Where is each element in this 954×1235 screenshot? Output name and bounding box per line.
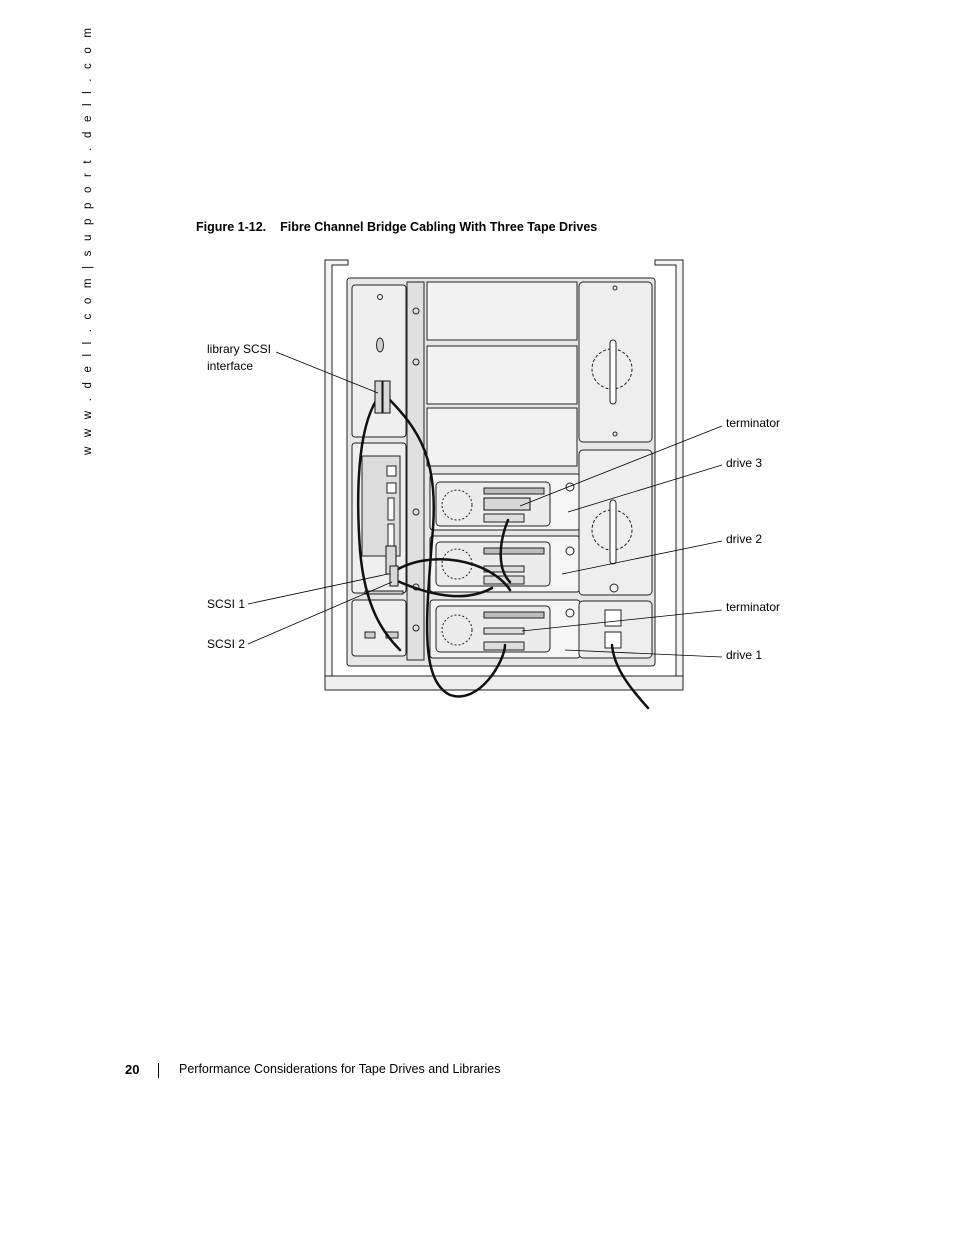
leader-drive3 [567,464,723,513]
power-cord [610,643,650,710]
scsi-2-connector [389,565,399,587]
figure-title: Fibre Channel Bridge Cabling With Three … [280,220,598,234]
cable-scsi2 [393,578,494,598]
callout-library-scsi-interface: library SCSI interface [207,342,272,373]
figure-number: Figure 1-12. [196,220,267,234]
cable-library-scsi [356,393,402,652]
callout-terminator-bottom: terminator [726,600,781,614]
callout-scsi-2: SCSI 2 [207,637,246,651]
empty-bay-3 [426,407,578,467]
drive-3-scsi-port [483,513,525,523]
leader-drive2 [561,540,723,575]
rack-frame-right [654,259,684,691]
callout-drive-2: drive 2 [726,532,763,546]
empty-bay-1 [426,281,578,341]
library-controller-port [376,337,384,353]
leader-library-scsi [275,351,379,394]
cable-bridge-to-drive1 [383,393,507,698]
footer-divider [158,1063,159,1078]
callout-drive-1: drive 1 [726,648,763,662]
rack-frame [324,259,349,691]
page-number: 20 [125,1062,140,1077]
empty-bay-2 [426,345,578,405]
library-scsi-connector-2 [382,380,391,414]
footer-title: Performance Considerations for Tape Driv… [179,1062,501,1076]
leader-scsi2 [247,581,393,645]
cable-drive3-to-drive2 [499,518,512,584]
callout-drive-3: drive 3 [726,456,763,470]
leader-terminator-bottom [521,609,723,632]
leader-drive1 [564,649,723,658]
drive-1-terminator-port [483,627,525,635]
figure-caption: Figure 1-12. Fibre Channel Bridge Cabling… [196,220,597,234]
leader-terminator-top [519,425,723,507]
library-scsi-connector-1 [374,380,383,414]
leader-scsi1 [247,573,389,605]
cable-scsi1 [391,558,512,592]
library-controller-module [351,284,407,438]
rack-base [324,675,684,691]
callout-scsi-1: SCSI 1 [207,597,246,611]
callout-terminator-top: terminator [726,416,781,430]
terminator-top [483,497,531,511]
